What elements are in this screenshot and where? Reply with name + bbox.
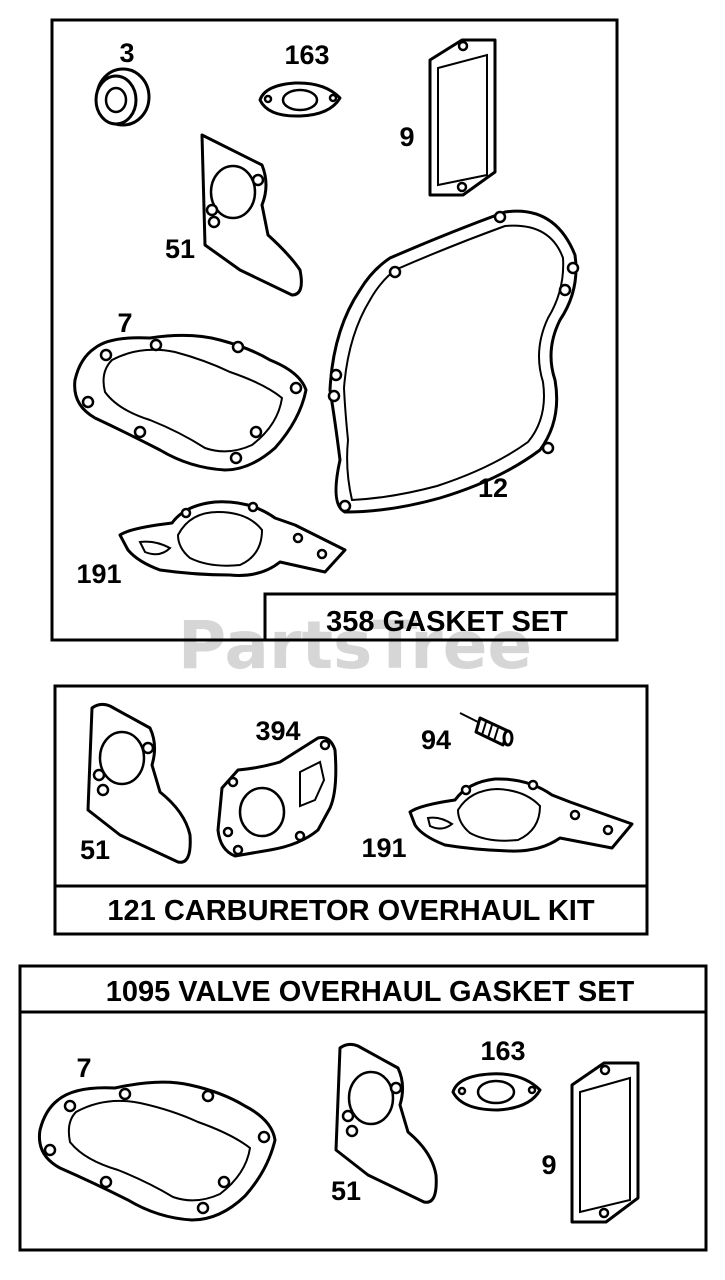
valve-part-label-163: 163 <box>480 1036 525 1066</box>
part-9-gasket <box>428 38 497 197</box>
valve-part-label-51: 51 <box>331 1176 361 1206</box>
kit-part-label-94: 94 <box>421 725 451 755</box>
kit-part-label-394: 394 <box>255 716 300 746</box>
valve-part-9-gasket <box>570 1061 640 1224</box>
valve-part-51-gasket <box>334 1042 438 1204</box>
part-3-seal <box>94 67 151 127</box>
part-label-51: 51 <box>165 234 195 264</box>
part-label-163: 163 <box>284 40 329 70</box>
set-358-title: 358 GASKET SET <box>326 606 568 638</box>
gasket-set-358: 358 GASKET SET 3 163 9 <box>50 18 619 642</box>
watermark: PartsTree <box>178 607 532 684</box>
carburetor-overhaul-kit-121: 121 CARBURETOR OVERHAUL KIT 51 394 <box>53 684 649 936</box>
set-121-title: 121 CARBURETOR OVERHAUL KIT <box>107 895 594 927</box>
part-label-9: 9 <box>399 122 414 152</box>
kit-part-label-191: 191 <box>361 833 406 863</box>
valve-overhaul-gasket-set-1095: 1095 VALVE OVERHAUL GASKET SET 7 51 <box>18 964 708 1252</box>
part-191-gasket <box>118 500 347 577</box>
kit-part-191-gasket <box>408 777 634 853</box>
kit-part-51-gasket <box>86 702 192 864</box>
set-121-frame <box>53 684 649 936</box>
part-7-head-gasket <box>73 333 308 472</box>
valve-part-label-7: 7 <box>76 1053 91 1083</box>
part-label-7: 7 <box>117 308 132 338</box>
set-358-title-box <box>263 592 619 642</box>
set-1095-title: 1095 VALVE OVERHAUL GASKET SET <box>106 976 635 1008</box>
kit-part-94-screw <box>459 712 514 747</box>
part-label-3: 3 <box>119 38 134 68</box>
kit-part-label-51: 51 <box>80 835 110 865</box>
part-163-gasket <box>258 81 342 118</box>
valve-part-label-9: 9 <box>541 1150 556 1180</box>
set-1095-frame <box>18 964 708 1252</box>
kit-part-394-gasket <box>216 736 338 858</box>
valve-part-163-gasket <box>451 1072 542 1112</box>
part-label-191: 191 <box>76 559 121 589</box>
part-label-12: 12 <box>478 473 508 503</box>
part-51-gasket <box>200 133 303 297</box>
valve-part-7-head-gasket <box>37 1080 277 1222</box>
part-12-crankcase-gasket <box>327 209 580 514</box>
